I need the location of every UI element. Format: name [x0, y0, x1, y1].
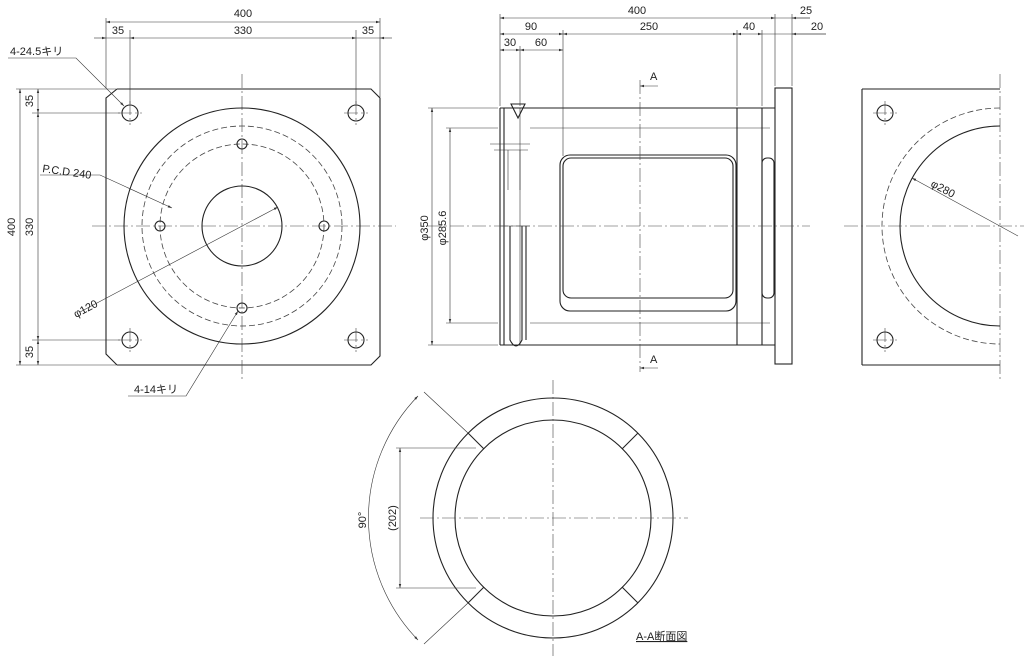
dim-overall-height: 400	[6, 218, 18, 236]
dim-side-40: 40	[743, 21, 755, 33]
right-view: φ280	[844, 74, 1024, 380]
dim-side-dia285: φ285.6	[437, 211, 449, 246]
pcd-hole-bottom	[236, 302, 248, 314]
dim-side-30: 30	[504, 37, 516, 49]
note-small-holes: 4-14キリ	[134, 384, 178, 396]
dim-side-60: 60	[535, 37, 547, 49]
dim-top-offset: 35	[24, 95, 36, 107]
front-outer-circle	[123, 107, 361, 345]
front-dashed-circle-outer	[141, 125, 343, 327]
dim-side-90: 90	[525, 21, 537, 33]
dim-left-offset: 35	[112, 25, 124, 37]
dim-bottom-offset: 35	[24, 346, 36, 358]
side-window	[562, 157, 734, 299]
dim-vertical-spacing: 330	[24, 218, 36, 236]
front-view: 400 35 330 35 400 35 330 35 4-24.5キリ P.C…	[6, 8, 396, 397]
pcd-hole-right	[318, 220, 330, 232]
bore-circle	[201, 185, 283, 267]
section-mark-top: A	[650, 71, 658, 83]
section-view: 90° (202) A-A断面図	[357, 380, 688, 656]
front-plate-outline	[105, 88, 381, 366]
note-pcd: P.C.D 240	[42, 163, 93, 182]
dim-side-25: 25	[800, 5, 812, 17]
note-large-holes: 4-24.5キリ	[10, 46, 63, 58]
dim-section-chord: (202)	[387, 505, 399, 531]
dim-right-offset: 35	[362, 25, 374, 37]
pcd-hole-top	[236, 138, 248, 150]
dim-side-250: 250	[640, 21, 658, 33]
pcd-circle	[159, 143, 325, 309]
pcd-hole-left	[154, 220, 166, 232]
corner-holes	[118, 101, 368, 352]
dim-right-dia280: φ280	[929, 178, 957, 201]
section-title: A-A断面図	[636, 629, 687, 643]
dim-overall-width: 400	[234, 8, 252, 20]
section-mark-bottom: A	[650, 354, 658, 366]
note-bore: φ120	[72, 298, 100, 321]
dim-section-angle: 90°	[357, 512, 369, 529]
dim-side-dia350: φ350	[419, 215, 431, 241]
dim-hole-spacing: 330	[234, 25, 252, 37]
side-view: A A 400 25 90 250 40 20 30 60	[419, 5, 826, 372]
dim-side-overall: 400	[628, 5, 646, 17]
dim-side-20: 20	[811, 21, 823, 33]
